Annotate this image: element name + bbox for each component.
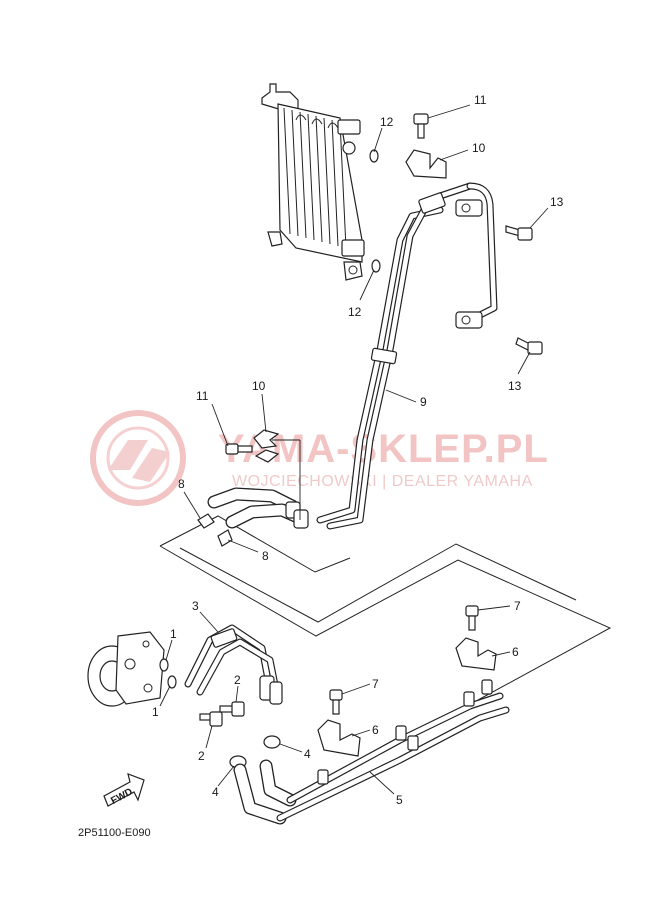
bolt-2-lower bbox=[199, 711, 223, 727]
fwd-label: FWD bbox=[109, 786, 134, 806]
bolt-13-lower bbox=[515, 337, 543, 355]
bolt-13-upper bbox=[505, 225, 533, 241]
callouts: 11 12 10 13 12 13 9 11 10 8 8 3 1 1 2 2 … bbox=[152, 93, 564, 807]
callout-1-upper: 1 bbox=[170, 627, 177, 641]
watermark-subtitle: WOJCIECHOWSKI | DEALER YAMAHA bbox=[232, 473, 533, 490]
callout-10-mid: 10 bbox=[252, 379, 266, 393]
callout-7-lower: 7 bbox=[372, 677, 379, 691]
bolt-11-mid bbox=[225, 443, 253, 455]
callout-6-lower: 6 bbox=[372, 723, 379, 737]
bolt-11-upper bbox=[413, 113, 429, 139]
bolt-7 bbox=[329, 605, 479, 715]
oil-pipe-5 bbox=[233, 679, 510, 825]
oil-pipe-9 bbox=[316, 182, 498, 530]
hose-clamp-4 bbox=[229, 735, 281, 769]
callout-6-upper: 6 bbox=[512, 645, 519, 659]
callout-2-lower: 2 bbox=[198, 749, 205, 763]
callout-3: 3 bbox=[192, 599, 199, 613]
bolt-2-upper bbox=[219, 701, 245, 717]
clamp-6 bbox=[317, 637, 497, 757]
callout-4-left: 4 bbox=[212, 785, 219, 799]
clamp-10-mid bbox=[253, 429, 280, 463]
callout-10-upper: 10 bbox=[472, 141, 486, 155]
callout-4-right: 4 bbox=[304, 747, 311, 761]
callout-12-upper: 12 bbox=[380, 115, 394, 129]
mid-hoses bbox=[207, 487, 309, 529]
washer-12-upper bbox=[369, 149, 379, 163]
drawing-code: 2P51100-E090 bbox=[78, 827, 151, 839]
leader-lines bbox=[159, 104, 549, 795]
oil-cooler bbox=[261, 83, 365, 281]
clamp-10-upper bbox=[405, 149, 447, 179]
washer-12-lower bbox=[371, 259, 381, 273]
callout-11-upper: 11 bbox=[474, 93, 487, 107]
hose-clip-8 bbox=[197, 513, 233, 547]
callout-12-lower: 12 bbox=[348, 305, 362, 319]
callout-13-upper: 13 bbox=[550, 195, 564, 209]
group-outlines bbox=[159, 515, 612, 701]
yamaha-logo-icon bbox=[90, 410, 186, 506]
oil-pipe-3 bbox=[184, 624, 283, 705]
callout-7-upper: 7 bbox=[514, 599, 521, 613]
callout-9: 9 bbox=[420, 395, 427, 409]
oil-filter-base bbox=[87, 631, 165, 707]
callout-5: 5 bbox=[396, 793, 403, 807]
callout-11-mid: 11 bbox=[196, 389, 209, 403]
fwd-arrow-icon: FWD bbox=[103, 773, 145, 807]
callout-8-upper: 8 bbox=[178, 477, 185, 491]
watermark: YAMA-SKLEP.PL WOJCIECHOWSKI | DEALER YAM… bbox=[90, 410, 548, 506]
callout-2-upper: 2 bbox=[234, 673, 241, 687]
callout-8-lower: 8 bbox=[262, 549, 269, 563]
union-bolt-1 bbox=[159, 658, 177, 689]
callout-1-lower: 1 bbox=[152, 705, 159, 719]
callout-13-lower: 13 bbox=[508, 379, 522, 393]
